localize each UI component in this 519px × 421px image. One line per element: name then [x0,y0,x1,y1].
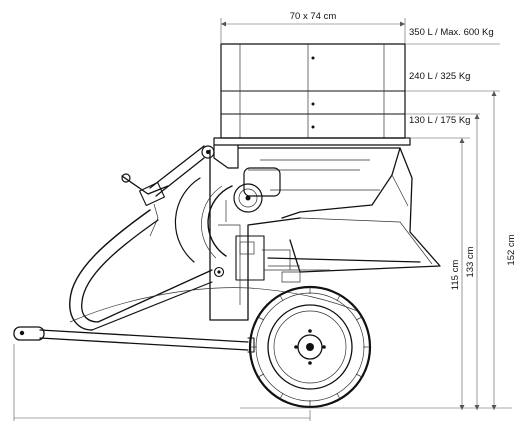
spinner-disc [267,257,421,283]
tow-frame [13,209,361,353]
spreader-body [209,144,441,321]
hopper-footprint-label: 70 x 74 cm [290,11,337,22]
handle-lever [121,173,169,237]
height-133-label: 133 cm [465,246,476,277]
wheel [248,285,372,409]
dimension-lines [13,18,512,421]
height-115-label: 115 cm [450,260,461,291]
hopper [213,43,411,146]
capacity-min-label: 130 L / 175 Kg [409,115,470,126]
height-152-label: 152 cm [506,234,517,265]
drive-mechanism [149,145,281,263]
capacity-mid-label: 240 L / 325 Kg [409,71,470,82]
capacity-max-label: 350 L / Max. 600 Kg [409,27,494,38]
